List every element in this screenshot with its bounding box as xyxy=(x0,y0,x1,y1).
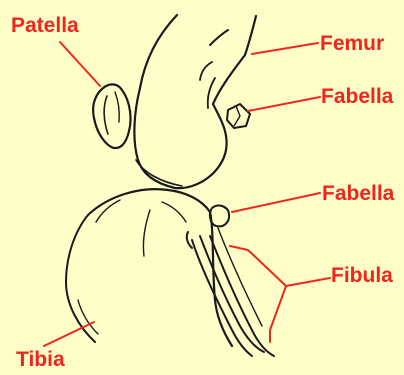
fabella-upper-outline xyxy=(227,104,250,128)
patella-outline xyxy=(93,84,130,148)
fibula-outline xyxy=(187,228,274,356)
fibula-label: Fibula xyxy=(331,264,393,288)
leader-fibula xyxy=(230,246,286,286)
femur-label: Femur xyxy=(320,32,384,56)
fabella-upper-label: Fabella xyxy=(321,85,393,109)
leader-fabella-upper xyxy=(248,97,320,111)
fabella-lower-label: Fabella xyxy=(322,182,394,206)
patella-label: Patella xyxy=(11,14,79,38)
leader-fabella-lower xyxy=(232,193,320,212)
tibia-label: Tibia xyxy=(16,348,65,372)
leader-fibula-2 xyxy=(270,286,286,342)
leader-femur xyxy=(252,43,318,54)
femur-outline xyxy=(134,15,256,188)
leader-patella xyxy=(60,42,100,86)
fabella-lower-outline xyxy=(210,206,229,227)
leader-fibula-label xyxy=(286,278,330,286)
